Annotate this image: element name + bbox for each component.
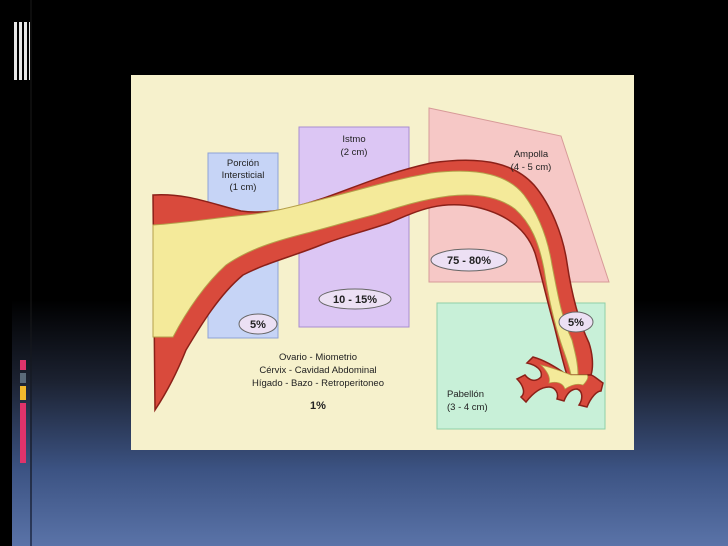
decorative-color-bars	[20, 360, 26, 466]
ampolla-percent: 75 - 80%	[447, 255, 491, 267]
pabellon-percent: 5%	[568, 317, 584, 329]
other-sites-line1: Ovario - Miometrio	[279, 352, 357, 363]
ampolla-percent-badge	[430, 248, 508, 272]
pabellon-size: (3 - 4 cm)	[447, 402, 488, 413]
pabellon-name: Pabellón	[447, 389, 484, 400]
istmo-size: (2 cm)	[341, 147, 368, 158]
tube-fimbriae-lumen	[539, 364, 589, 390]
other-sites-line2: Cérvix - Cavidad Abdominal	[259, 365, 376, 376]
intersticial-name2: Intersticial	[222, 170, 265, 181]
left-edge-bar	[0, 0, 12, 546]
tube-lumen	[152, 170, 579, 376]
intersticial-percent-badge	[238, 313, 278, 335]
intersticial-percent: 5%	[250, 319, 266, 331]
ampolla-name: Ampolla	[514, 149, 549, 160]
decorative-stripes	[14, 18, 36, 82]
fallopian-tube-diagram: Porción Intersticial (1 cm) Istmo (2 cm)…	[131, 75, 634, 450]
intersticial-name: Porción	[227, 158, 259, 169]
vertical-rail	[30, 0, 32, 546]
istmo-percent: 10 - 15%	[333, 294, 377, 306]
diagram-svg: Porción Intersticial (1 cm) Istmo (2 cm)…	[152, 107, 610, 430]
other-sites-percent: 1%	[310, 400, 326, 412]
other-sites-line3: Hígado - Bazo - Retroperitoneo	[252, 378, 384, 389]
istmo-name: Istmo	[342, 134, 365, 145]
ampolla-size: (4 - 5 cm)	[511, 162, 552, 173]
istmo-percent-badge	[318, 288, 392, 310]
pabellon-percent-badge	[558, 311, 594, 333]
intersticial-size: (1 cm)	[230, 182, 257, 193]
